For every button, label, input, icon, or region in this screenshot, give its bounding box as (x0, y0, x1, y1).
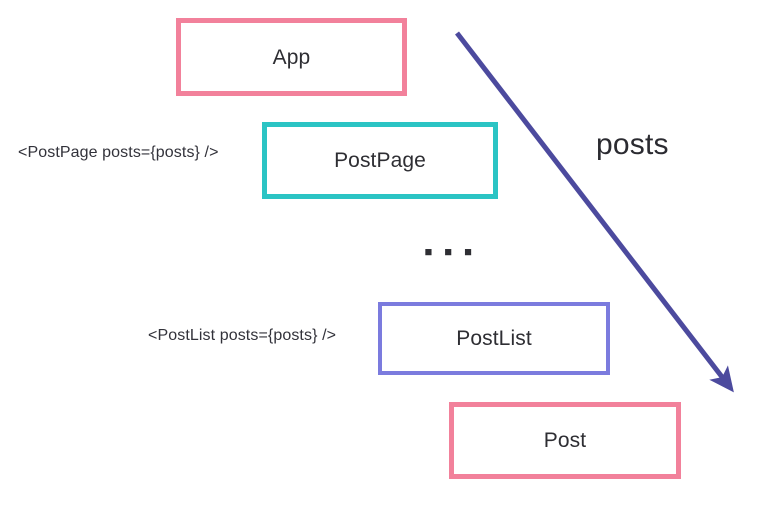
component-box-postpage[interactable]: PostPage (262, 122, 498, 199)
ellipsis-indicator: ▪ ▪ ▪ (424, 238, 475, 266)
jsx-annotation-postlist: <PostList posts={posts} /> (148, 327, 337, 344)
component-label-post: Post (543, 429, 587, 452)
component-box-app[interactable]: App (176, 18, 407, 96)
component-box-post[interactable]: Post (449, 402, 681, 479)
flow-caption-posts: posts (596, 128, 669, 161)
jsx-annotation-postpage: <PostPage posts={posts} /> (18, 144, 219, 161)
component-box-postlist[interactable]: PostList (378, 302, 610, 375)
component-label-app: App (272, 45, 311, 69)
component-label-postlist: PostList (456, 327, 532, 350)
component-label-postpage: PostPage (334, 149, 426, 172)
